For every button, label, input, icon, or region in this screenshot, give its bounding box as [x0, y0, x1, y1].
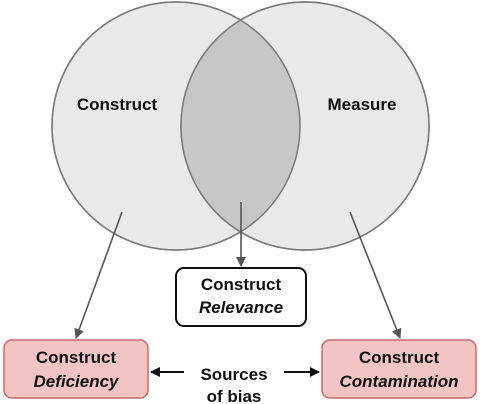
arrow-to-contamination	[349, 211, 402, 339]
contamination-box-line1: Construct	[359, 348, 440, 367]
sources-label-line1: Sources	[200, 365, 267, 384]
deficiency-box-line1: Construct	[36, 348, 117, 367]
deficiency-box-line2: Deficiency	[33, 372, 120, 391]
overlap-region	[181, 2, 300, 250]
relevance-box	[175, 267, 307, 327]
measure-label: Measure	[328, 95, 397, 114]
arrow-to-deficiency	[74, 211, 123, 339]
relevance-box-line1: Construct	[201, 275, 282, 294]
contamination-box-line2: Contamination	[340, 372, 459, 391]
construct-label: Construct	[77, 95, 158, 114]
contamination-box	[321, 339, 477, 399]
sources-label-line2: of bias	[207, 387, 262, 404]
deficiency-box	[3, 339, 149, 399]
relevance-box-line2: Relevance	[199, 298, 283, 317]
